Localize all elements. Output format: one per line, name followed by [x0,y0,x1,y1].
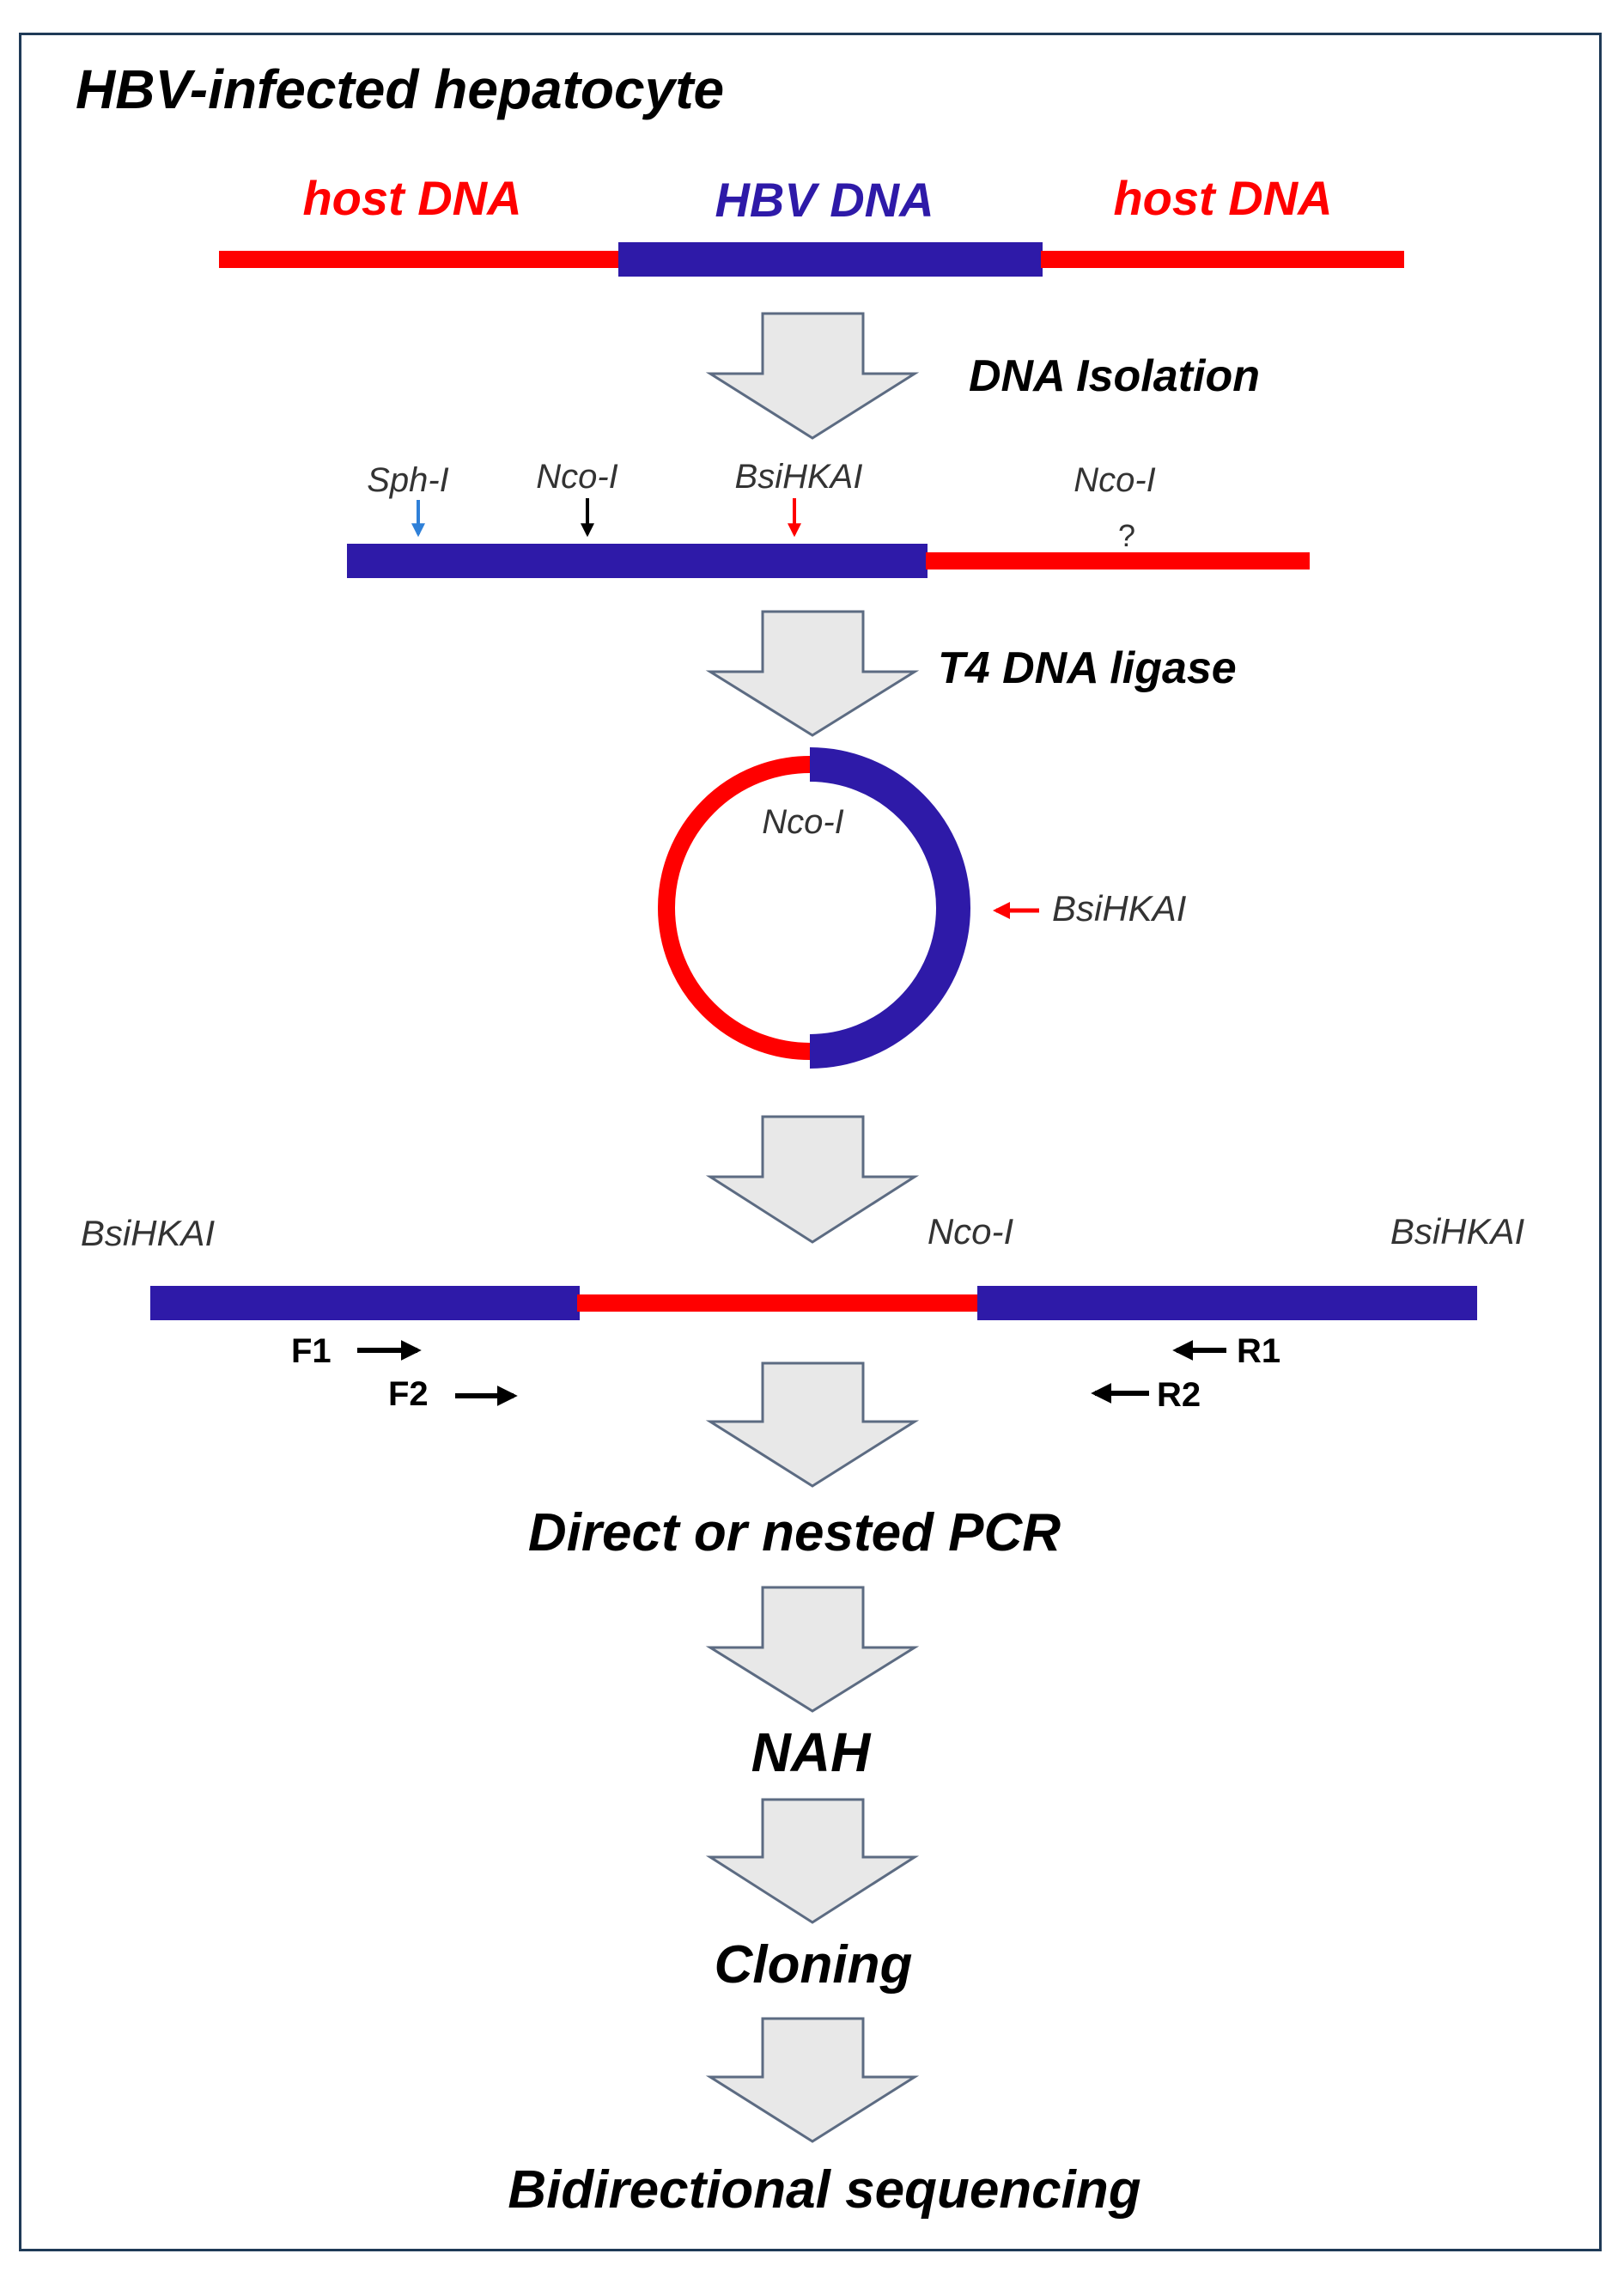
host-dna-right-bar [1041,251,1404,268]
host-dna-left-label: host DNA [302,171,521,225]
step-arrow-pcr [705,1361,920,1488]
step-label-nah: NAH [751,1721,872,1783]
hbv-dna-bar [618,242,1043,277]
host-dna-right-label: host DNA [1113,171,1332,225]
step-label-dna-isolation: DNA Isolation [969,351,1260,401]
circle-host-arc [658,756,811,1060]
step-arrow-nah [705,1586,920,1713]
hbv-dna-label: HBV DNA [715,173,934,227]
unknown-site-mark: ? [1118,518,1135,553]
step-arrow-isolation [705,312,920,440]
step-arrow-cloning [705,1798,920,1924]
step-label-pcr: Direct or nested PCR [528,1503,1061,1562]
nco-i-label-a: Nco-I [536,458,618,496]
circle-hbv-arc [809,747,970,1069]
primer-f1-label: F1 [291,1332,331,1370]
primer-f2-label: F2 [388,1375,429,1413]
bsihkai-label-right: BsiHKAI [1390,1211,1525,1252]
step-label-t4-ligase: T4 DNA ligase [938,643,1237,693]
host-fragment-bar [926,552,1310,569]
host-dna-left-bar [219,251,621,268]
step-label-sequencing: Bidirectional sequencing [508,2160,1140,2220]
step-arrow-sequencing [705,2017,920,2143]
bsihkai-label-a: BsiHKAI [735,458,863,496]
primer-r1-label: R1 [1237,1332,1280,1370]
sph-i-label: Sph-I [367,461,449,499]
center-host-bar [577,1294,981,1312]
circle-bsihkai-label: BsiHKAI [1052,888,1187,929]
step-arrow-digest [705,1115,920,1244]
step-label-cloning: Cloning [715,1935,913,1995]
right-hbv-bar [977,1286,1477,1320]
bsihkai-label-left: BsiHKAI [81,1213,216,1253]
left-hbv-bar [150,1286,580,1320]
primer-r2-label: R2 [1157,1376,1201,1414]
nco-i-label-c: Nco-I [928,1211,1014,1252]
figure-title: HBV-infected hepatocyte [76,58,724,120]
hbv-fragment-bar [347,544,928,578]
step-arrow-ligase [705,610,920,737]
circle-nco-i-label: Nco-I [762,803,844,841]
nco-i-label-b: Nco-I [1074,461,1156,499]
